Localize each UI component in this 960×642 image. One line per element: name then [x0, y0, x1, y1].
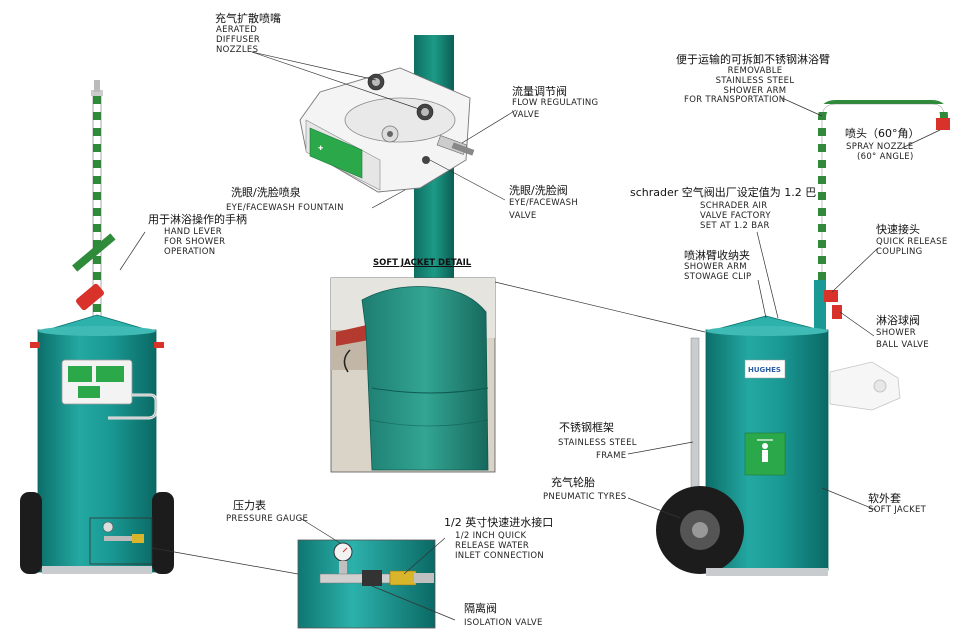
label-inlet-en-2: RELEASE WATER — [455, 541, 530, 551]
label-eyevalve-en-2: VALVE — [509, 211, 537, 221]
soft-jacket-photo — [330, 277, 496, 473]
label-fountain-en: EYE/FACEWASH FOUNTAIN — [226, 203, 344, 213]
label-quick-cn: 快速接头 — [876, 223, 920, 236]
label-eyevalve-en-1: EYE/FACEWASH — [509, 198, 579, 208]
label-schrader-cn: schrader 空气阀出厂设定值为 1.2 巴 — [630, 186, 817, 199]
label-jacket-cn: 软外套 — [868, 492, 901, 505]
label-schrader-en-2: VALVE FACTORY — [700, 211, 771, 221]
label-tyres-cn: 充气轮胎 — [551, 476, 595, 489]
quick-release-coupling — [824, 290, 838, 302]
label-nozzle-cn: 喷头（60°角） — [845, 127, 920, 140]
fountain-detail: ✚ — [299, 35, 475, 280]
brand-logo-text: HUGHES — [748, 366, 781, 374]
label-eyevalve-cn: 洗眼/洗脸阀 — [509, 184, 568, 197]
label-arm-en-2: STAINLESS STEEL — [715, 76, 795, 86]
label-aerated-cn: 充气扩散喷嘴 — [215, 12, 281, 25]
svg-text:✚: ✚ — [318, 145, 323, 152]
label-flow-en-1: FLOW REGULATING — [512, 98, 599, 108]
ball-valve — [832, 305, 842, 319]
label-lever-en-2: FOR SHOWER — [164, 237, 226, 247]
label-clip-en-1: SHOWER ARM — [684, 262, 747, 272]
hand-lever — [72, 233, 116, 311]
left-unit — [20, 80, 174, 574]
label-lever-cn: 用于淋浴操作的手柄 — [148, 213, 247, 226]
label-isolation-cn: 隔离阀 — [464, 602, 497, 615]
right-unit: HUGHES — [656, 100, 950, 576]
label-ball-en-2: BALL VALVE — [876, 340, 929, 350]
side-fountain-ghost — [829, 361, 901, 411]
label-lever-en-1: HAND LEVER — [164, 227, 223, 237]
label-aerated-en-1: AERATED — [216, 25, 258, 35]
label-tyres-en: PNEUMATIC TYRES — [543, 492, 627, 502]
label-flow-cn: 流量调节阀 — [512, 85, 567, 98]
label-jacket-en: SOFT JACKET — [868, 505, 927, 515]
left-wheel-l — [20, 492, 42, 574]
label-frame-en-2: FRAME — [596, 451, 627, 461]
isolation-valve — [362, 570, 382, 586]
label-clip-cn: 喷淋臂收纳夹 — [684, 249, 750, 262]
label-nozzle-en-1: SPRAY NOZZLE — [846, 142, 914, 152]
label-gauge-en: PRESSURE GAUGE — [226, 514, 309, 524]
label-arm-en-1: REMOVABLE — [727, 66, 783, 76]
label-inlet-en-3: INLET CONNECTION — [455, 551, 545, 561]
shower-sign — [744, 432, 786, 476]
label-frame-cn: 不锈钢框架 — [559, 421, 614, 434]
left-eyewash-fountain — [61, 359, 133, 405]
label-arm-en-4: FOR TRANSPORTATION — [684, 95, 786, 105]
label-lever-en-3: OPERATION — [164, 247, 216, 257]
label-ball-en-1: SHOWER — [876, 328, 916, 338]
label-arm-en-3: SHOWER ARM — [723, 86, 787, 96]
left-inlet-detail-box — [89, 517, 153, 565]
soft-jacket-detail-title: SOFT JACKET DETAIL — [373, 258, 472, 268]
label-aerated-en-3: NOZZLES — [216, 45, 259, 55]
label-arm-cn: 便于运输的可拆卸不锈钢淋浴臂 — [676, 53, 830, 66]
label-schrader-en-1: SCHRADER AIR — [700, 201, 768, 211]
label-schrader-en-3: SET AT 1.2 BAR — [700, 221, 770, 231]
label-inlet-en-1: 1/2 INCH QUICK — [455, 531, 527, 541]
label-quick-en-1: QUICK RELEASE — [876, 237, 948, 247]
label-inlet-cn: 1/2 英寸快速进水接口 — [444, 516, 554, 529]
label-ball-cn: 淋浴球阀 — [876, 314, 920, 327]
label-clip-en-2: STOWAGE CLIP — [684, 272, 752, 282]
label-fountain-cn: 洗眼/洗脸喷泉 — [231, 186, 301, 199]
label-frame-en-1: STAINLESS STEEL — [558, 438, 637, 448]
label-aerated-en-2: DIFFUSER — [216, 35, 261, 45]
label-quick-en-2: COUPLING — [876, 247, 923, 257]
label-gauge-cn: 压力表 — [233, 499, 266, 512]
label-flow-en-2: VALVE — [512, 110, 540, 120]
left-wheel-r — [152, 492, 174, 574]
leader-lines — [119, 51, 941, 621]
label-isolation-en: ISOLATION VALVE — [464, 618, 543, 628]
label-nozzle-en-2: (60° ANGLE) — [857, 152, 914, 162]
inlet-detail — [297, 539, 436, 629]
